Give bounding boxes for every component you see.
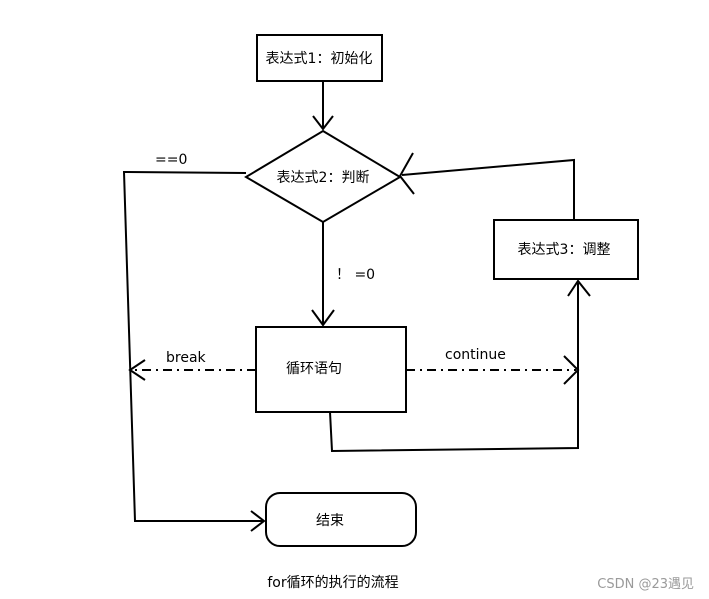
- end-box: [265, 492, 417, 547]
- adjust-box: [493, 219, 639, 280]
- judge-to-end-edge: [122, 170, 263, 522]
- end-label: 结束: [316, 513, 344, 529]
- body-label: 循环语句: [286, 361, 342, 377]
- body-to-adjust-edge: [329, 283, 579, 453]
- judge-label: 表达式2：判断: [277, 170, 370, 186]
- adjust-to-judge-arrowhead: [398, 152, 415, 195]
- init-to-judge-arrowhead: [312, 115, 334, 131]
- continue-label: continue: [445, 347, 506, 363]
- true-condition-label: ！ =0: [336, 267, 375, 283]
- adjust-label: 表达式3：调整: [518, 242, 611, 258]
- false-condition-label: ==0: [155, 152, 187, 168]
- judge-to-end-arrowhead: [250, 510, 266, 532]
- adjust-to-judge-edge: [401, 158, 575, 220]
- judge-to-body-arrowhead: [311, 309, 335, 327]
- init-label: 表达式1：初始化: [266, 50, 373, 67]
- init-box: [256, 34, 383, 82]
- body-to-adjust-arrowhead: [567, 279, 591, 297]
- break-arrowhead: [128, 359, 146, 381]
- diagram-caption: for循环的执行的流程: [267, 575, 398, 591]
- break-label: break: [166, 350, 207, 366]
- csdn-watermark: CSDN @23遇见: [597, 577, 694, 592]
